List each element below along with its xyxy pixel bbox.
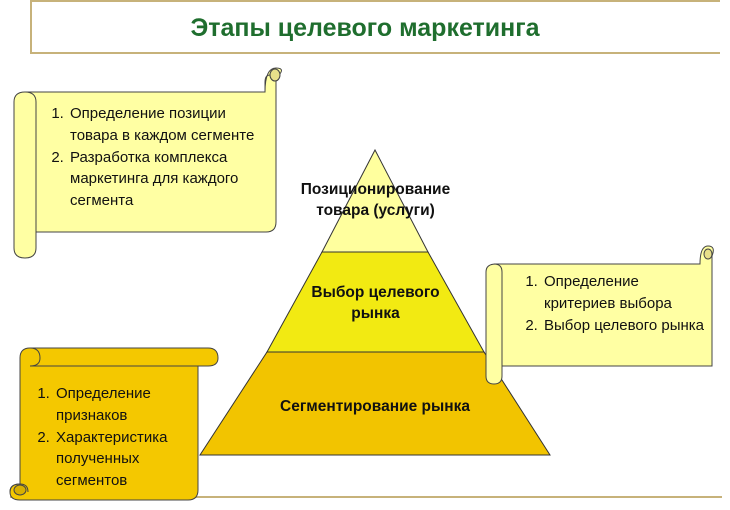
- top-left-vertical-rule: [30, 0, 32, 54]
- top-border: [30, 0, 720, 2]
- diagram-title: Этапы целевого маркетинга: [190, 14, 540, 42]
- pyramid-top-label: Позиционирование товара (услуги): [300, 181, 451, 219]
- note-right-item: Определение критериев выбора: [542, 271, 708, 315]
- scroll-top-left: [13, 67, 282, 259]
- pyramid-bottom-level: [199, 351, 551, 456]
- note-bottom-left: Определение признаков Характеристика пол…: [24, 383, 196, 492]
- pyramid-middle-label: Выбор целевого рынка: [311, 284, 440, 322]
- bottom-divider: [10, 496, 722, 498]
- scroll-right: [485, 245, 714, 385]
- note-top-left-item: Определение позиции товара в каждом сегм…: [68, 103, 264, 147]
- note-right-item: Выбор целевого рынка: [542, 315, 708, 337]
- scroll-bottom-left: [9, 347, 219, 501]
- top-divider: [30, 52, 720, 54]
- note-top-left: Определение позиции товара в каждом сегм…: [38, 103, 264, 212]
- note-right: Определение критериев выбора Выбор целев…: [512, 271, 708, 336]
- note-bottom-left-item: Характеристика полученных сегментов: [54, 427, 196, 492]
- note-bottom-left-item: Определение признаков: [54, 383, 196, 427]
- pyramid-bottom-label: Сегментирование рынка: [280, 398, 470, 415]
- note-top-left-item: Разработка комплекса маркетинга для кажд…: [68, 147, 264, 212]
